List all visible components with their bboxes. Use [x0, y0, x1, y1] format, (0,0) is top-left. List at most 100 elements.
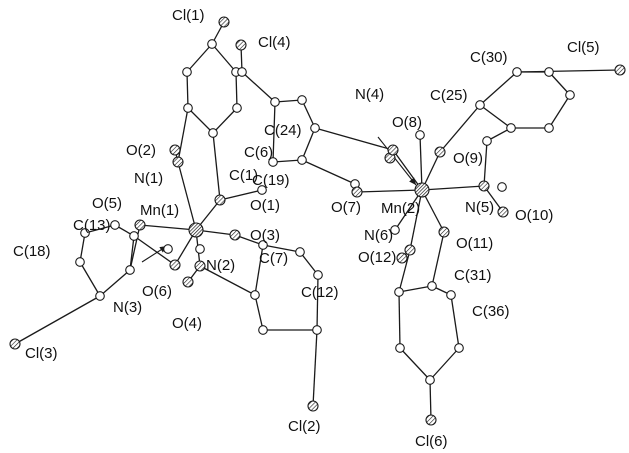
bond-Cl6-f4	[429, 379, 432, 421]
atom-label-c1: C(1)	[229, 167, 258, 184]
atom-label-o9: O(9)	[453, 150, 483, 167]
atom-f6	[394, 287, 404, 297]
atom-a3	[232, 103, 242, 113]
bond-a3-a4	[212, 107, 238, 134]
atom-o8	[387, 144, 399, 156]
atom-label-c25: C(25)	[430, 87, 468, 104]
bond-Cl3-d3	[14, 295, 101, 345]
atom-e4	[312, 325, 322, 335]
atom-label-c12: C(12)	[301, 284, 339, 301]
bond-O11-Mn2	[421, 189, 445, 233]
pointer-arrowhead-1	[409, 177, 416, 185]
atom-e5	[258, 325, 268, 335]
atom-f3	[454, 343, 464, 353]
bond-e6-e1	[254, 244, 264, 296]
bond-e5-e6	[254, 294, 264, 331]
atom-o6	[169, 259, 181, 271]
atom-a6	[182, 67, 192, 77]
atom-label-n6: N(6)	[364, 227, 393, 244]
bond-a4-a5	[187, 107, 214, 134]
atom-cl4	[235, 39, 247, 51]
atom-e6	[250, 290, 260, 300]
atom-label-o12: O(12)	[358, 249, 396, 266]
atom-label-o2: O(2)	[126, 142, 156, 159]
bond-d1-d2	[79, 232, 86, 263]
bond-c5-c6	[479, 104, 512, 129]
bond-c6-O9	[439, 104, 481, 153]
bond-f1-O11	[431, 231, 445, 287]
bond-N1-Mn1	[177, 161, 197, 231]
atom-label-c31: C(31)	[454, 267, 492, 284]
atom-o10	[497, 206, 509, 218]
atom-label-cl2: Cl(2)	[288, 418, 321, 435]
pointer-arrow-line-1	[377, 136, 417, 186]
bond-b1-b2	[241, 71, 276, 103]
bond-b6-b2	[272, 101, 276, 163]
atom-g8	[163, 244, 173, 254]
bond-a6-a1	[186, 43, 213, 73]
atom-d5	[129, 231, 139, 241]
bond-a2-a3	[235, 71, 238, 109]
atom-n6	[404, 244, 416, 256]
bond-e6-N2	[199, 265, 256, 296]
atom-g1	[257, 185, 267, 195]
atom-n2	[194, 260, 206, 272]
atom-f5	[395, 343, 405, 353]
bond-c6-c1	[479, 71, 518, 106]
atom-o2	[169, 144, 181, 156]
atom-label-cl6: Cl(6)	[415, 433, 448, 450]
bond-d2-d3	[79, 261, 101, 297]
atom-c3	[565, 90, 575, 100]
atom-label-c36: C(36)	[472, 303, 510, 320]
bond-e1-e2	[262, 244, 301, 253]
bond-d3-d4	[99, 269, 131, 297]
atom-label-c24: C(24)	[264, 122, 302, 139]
atom-label-n2: N(2)	[206, 257, 235, 274]
bond-b3-b4	[301, 99, 316, 129]
atom-a1	[207, 39, 217, 49]
atom-label-n5: N(5)	[465, 199, 494, 216]
atom-label-o4: O(4)	[172, 315, 202, 332]
atom-c4	[544, 123, 554, 133]
atom-b2	[270, 97, 280, 107]
bond-e3-e4	[316, 274, 319, 331]
bond-g4-N5	[483, 140, 488, 187]
bond-d6-d1	[84, 224, 116, 234]
bond-a5-N1	[177, 107, 189, 163]
atom-a4	[208, 128, 218, 138]
atom-n1	[172, 156, 184, 168]
bond-b4-b5	[301, 127, 316, 161]
atom-e1	[258, 240, 268, 250]
bond-d4-O5	[129, 224, 141, 271]
atom-b5	[297, 155, 307, 165]
bond-g6-Mn2	[394, 189, 423, 231]
atom-label-o3: O(3)	[250, 227, 280, 244]
atom-label-mn1: Mn(1)	[140, 202, 179, 219]
atom-b1	[237, 67, 247, 77]
atom-o4	[182, 276, 194, 288]
atom-label-cl1: Cl(1)	[172, 7, 205, 24]
atom-c1	[512, 67, 522, 77]
atom-e3	[313, 270, 323, 280]
bond-d5-O6	[133, 235, 176, 266]
atom-label-o10: O(10)	[515, 207, 553, 224]
atom-label-n1: N(1)	[134, 170, 163, 187]
bond-N5-Mn2	[421, 185, 485, 191]
atom-cl3	[9, 338, 21, 350]
atom-o5	[134, 219, 146, 231]
atom-label-o11: O(11)	[456, 235, 493, 252]
atom-c6	[475, 100, 485, 110]
atom-label-n4: N(4)	[355, 86, 384, 103]
atom-d2	[75, 257, 85, 267]
bond-b5-g2	[301, 159, 356, 185]
atom-d3	[95, 291, 105, 301]
atom-o9	[434, 146, 446, 158]
atom-g4	[482, 136, 492, 146]
atom-g3	[415, 130, 425, 140]
bond-f4-f5	[399, 347, 431, 381]
atom-g5	[497, 182, 507, 192]
atom-mn1	[188, 222, 204, 238]
atom-label-o7: O(7)	[331, 199, 361, 216]
bond-g1-O1	[219, 189, 263, 201]
atom-b6	[268, 157, 278, 167]
